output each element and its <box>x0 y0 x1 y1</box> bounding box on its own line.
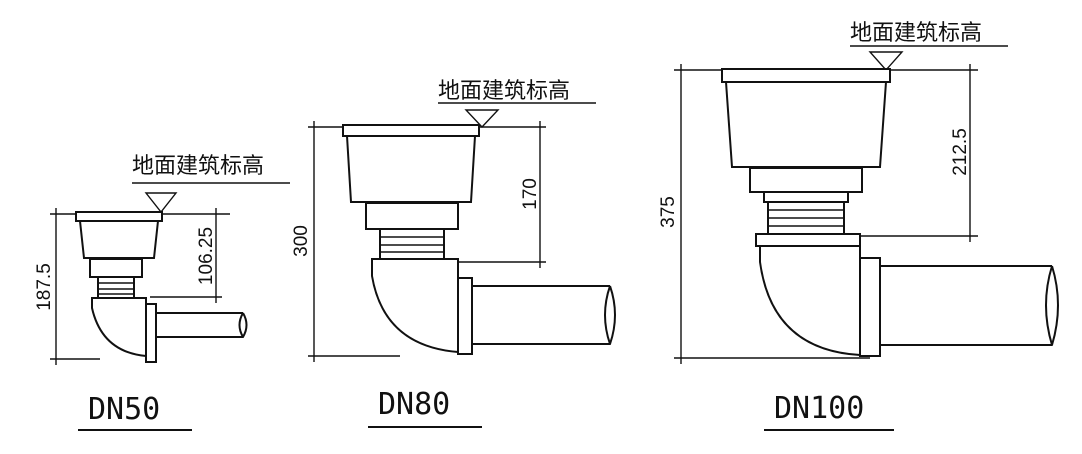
dn80-title: DN80 <box>378 387 450 422</box>
dn50-upper-height-label: 106.25 <box>196 227 217 285</box>
dn80-pipe-collar <box>457 277 473 355</box>
dn50-total-height-label: 187.5 <box>34 263 55 311</box>
dn50-title: DN50 <box>88 392 160 427</box>
dn50-total-dimension: 187.5 <box>34 208 100 365</box>
dn100-flange <box>755 233 861 247</box>
drain-dn100: 375 212.5 地面建筑标高 DN1 <box>658 21 1059 431</box>
dn80-grate <box>342 124 480 137</box>
dn100-upper-dimension: 212.5 <box>858 64 978 242</box>
dn100-floor-elevation-marker: 地面建筑标高 <box>850 21 1008 72</box>
dn80-floor-elevation-marker: 地面建筑标高 <box>438 79 596 129</box>
dn100-nut <box>749 167 863 193</box>
dn100-total-height-label: 375 <box>658 196 679 228</box>
dn100-grate <box>721 68 891 83</box>
dn80-elbow <box>371 258 459 354</box>
dn100-upper-height-label: 212.5 <box>950 128 971 176</box>
dn80-basin <box>345 135 477 203</box>
dn50-floor-label: 地面建筑标高 <box>132 154 264 179</box>
drain-dn50: 187.5 106.25 地面建筑标高 <box>34 154 290 431</box>
dn100-elbow <box>759 245 861 357</box>
dn100-total-dimension: 375 <box>658 64 870 364</box>
dn50-elbow <box>91 297 147 358</box>
dn100-title: DN100 <box>774 391 864 426</box>
dn50-grate <box>75 211 163 222</box>
dn50-nut <box>89 258 143 278</box>
dn80-threaded-neck <box>379 228 445 260</box>
dn100-pipe-collar <box>859 257 881 357</box>
dn50-upper-dimension: 106.25 <box>150 208 230 303</box>
dn100-basin <box>724 81 888 168</box>
dn100-collar-ring <box>763 191 849 203</box>
dn50-floor-elevation-marker: 地面建筑标高 <box>132 154 290 214</box>
dn50-threaded-neck <box>97 276 135 300</box>
dn80-nut <box>365 202 459 230</box>
dn50-pipe-collar <box>145 303 157 363</box>
dn80-floor-label: 地面建筑标高 <box>438 79 570 104</box>
dn50-basin <box>78 220 160 259</box>
dn80-outlet-pipe <box>472 285 616 345</box>
dn80-upper-height-label: 170 <box>520 178 541 210</box>
drain-dn80: 300 170 地面建筑标高 DN80 <box>291 79 616 428</box>
dn100-outlet-pipe <box>880 265 1059 346</box>
dn80-total-dimension: 300 <box>291 121 400 362</box>
dn100-floor-label: 地面建筑标高 <box>850 21 982 46</box>
dn80-total-height-label: 300 <box>291 225 312 257</box>
dn50-outlet-pipe <box>156 312 248 338</box>
dn100-threaded-neck <box>767 201 845 235</box>
dn80-upper-dimension: 170 <box>458 121 546 268</box>
